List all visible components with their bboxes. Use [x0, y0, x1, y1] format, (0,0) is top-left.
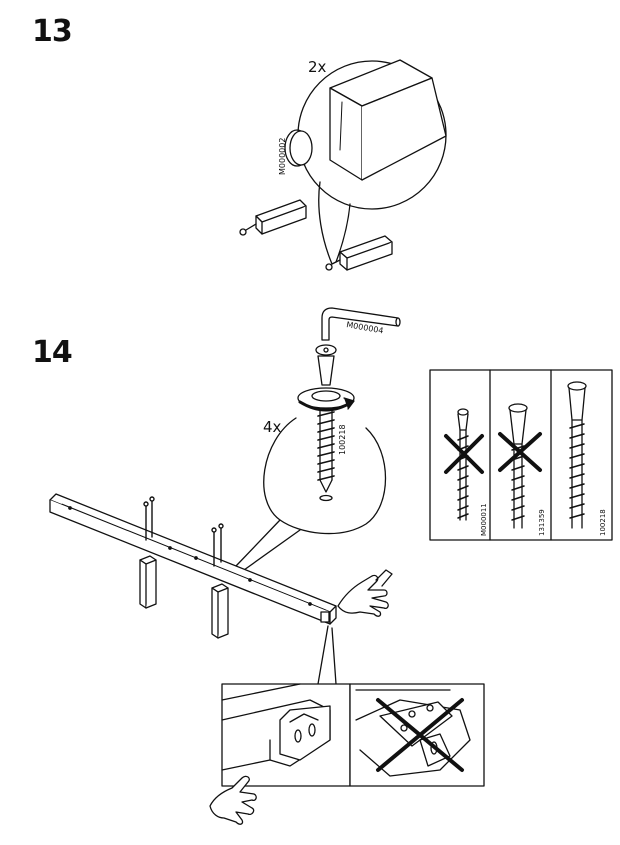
step-13-number: 13: [32, 14, 73, 49]
step-13-part-code: M000002: [278, 138, 287, 175]
step-13-quantity: 2x: [308, 58, 327, 76]
allen-key-icon: [321, 307, 401, 341]
step-14-callout: [235, 519, 301, 571]
detail-callout: [317, 625, 337, 685]
screw-icon: [297, 344, 355, 502]
step-13-callout-right: [335, 203, 351, 263]
detail-panel-correct: [221, 683, 351, 787]
compare-code-1: M000011: [480, 503, 488, 536]
step-13-diagram: [239, 59, 447, 271]
compare-code-3: 100218: [599, 509, 607, 536]
magnified-board-end: [329, 59, 447, 181]
dowel-block-left: [239, 199, 307, 236]
step-14-number: 14: [32, 335, 73, 370]
dowel-block-right: [325, 235, 393, 271]
rail-screws: [143, 496, 224, 567]
screw-comparison-box: [429, 369, 613, 541]
screw-code: 100218: [338, 424, 347, 455]
long-rail: [49, 493, 337, 625]
leg-right: [211, 583, 229, 639]
leg-left: [139, 555, 157, 609]
step-14-magnifier: [263, 417, 387, 535]
compare-code-2: 131359: [538, 509, 546, 536]
pointing-hand-icon: [337, 569, 393, 617]
pointing-hand-lower-icon: [209, 775, 257, 825]
wrong-x-icon-1: [444, 434, 484, 474]
wrong-x-icon-2: [498, 432, 542, 472]
compare-screw-1: [457, 408, 469, 521]
step-14-quantity: 4x: [263, 418, 282, 436]
step-13-callout-left: [318, 181, 333, 265]
wrong-x-icon-detail: [376, 698, 464, 772]
cam-cover-icon: [284, 129, 313, 167]
compare-screw-3: [567, 381, 587, 529]
